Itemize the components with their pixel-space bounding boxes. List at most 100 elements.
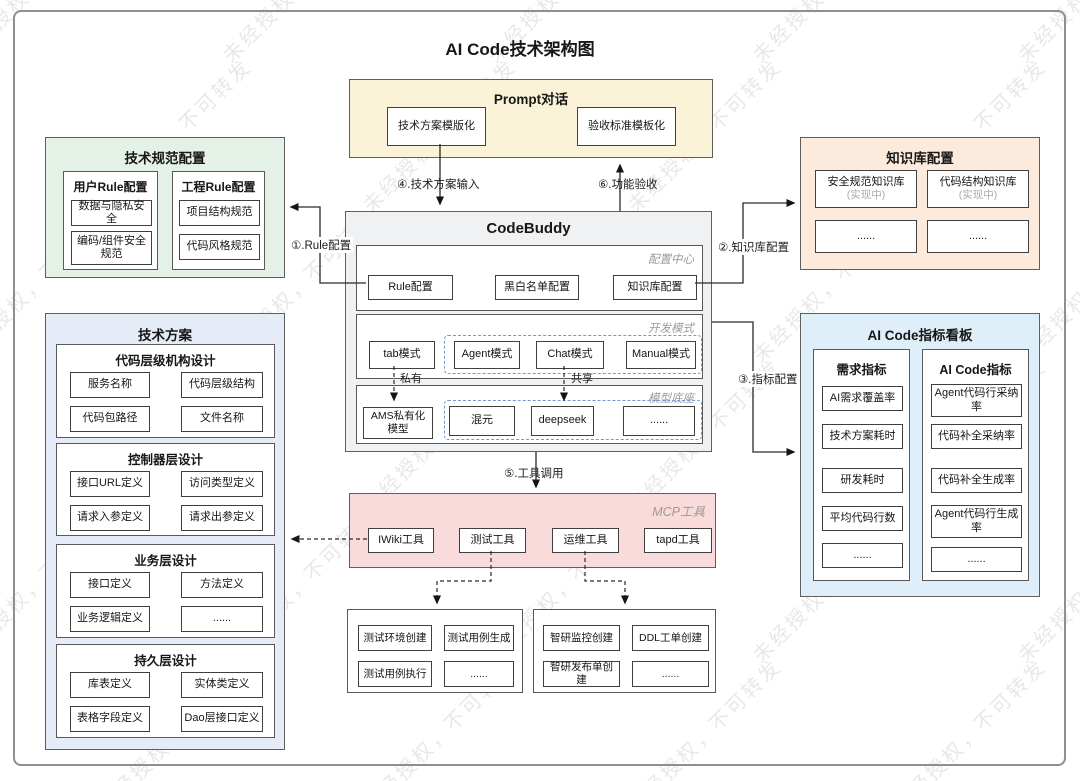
edge-label-4: ④.技术方案输入 <box>397 179 480 191</box>
shared-models-group: 混元 deepseek ...... <box>444 400 702 440</box>
tech-plan-title: 技术方案 <box>138 328 192 343</box>
node-business-more: ...... <box>181 606 263 632</box>
demand-metrics-title: 需求指标 <box>836 363 887 377</box>
node-deepseek: deepseek <box>531 406 594 436</box>
node-acceptance-template: 验收标准模板化 <box>577 107 676 146</box>
config-center-label: 配置中心 <box>648 254 694 266</box>
edge-label-shared: 共享 <box>571 373 593 385</box>
node-url-def: 接口URL定义 <box>70 471 150 497</box>
node-manual-mode: Manual模式 <box>626 341 696 369</box>
knowledge-box: 知识库配置 安全规范知识库 (实现中) 代码结构知识库 (实现中) ......… <box>800 137 1040 270</box>
node-demand-more: ...... <box>822 543 903 568</box>
node-coding-security: 编码/组件安全规范 <box>71 231 152 265</box>
security-kb-name: 安全规范知识库 <box>827 175 905 188</box>
node-table-def: 库表定义 <box>70 672 150 698</box>
knowledge-title: 知识库配置 <box>886 151 954 166</box>
node-agent-mode: Agent模式 <box>454 341 520 369</box>
node-release-create: 智研发布单创建 <box>543 661 620 687</box>
prompt-box: Prompt对话 技术方案模版化 验收标准模板化 <box>349 79 713 158</box>
node-test-case-gen: 测试用例生成 <box>444 625 514 651</box>
tech-spec-box: 技术规范配置 用户Rule配置 数据与隐私安全 编码/组件安全规范 工程Rule… <box>45 137 285 278</box>
node-test-tool: 测试工具 <box>459 528 526 553</box>
node-plan-time: 技术方案耗时 <box>822 424 903 449</box>
node-security-kb: 安全规范知识库 (实现中) <box>815 170 917 208</box>
node-rule-config: Rule配置 <box>368 275 453 300</box>
node-aicode-more: ...... <box>931 547 1022 572</box>
page-title: AI Code技术架构图 <box>445 40 595 59</box>
node-iwiki-tool: IWiki工具 <box>368 528 434 553</box>
edge-label-2: ②.知识库配置 <box>716 239 792 255</box>
code-structure-section: 代码层级机构设计 服务名称 代码层级结构 代码包路径 文件名称 <box>56 344 275 438</box>
node-chat-mode: Chat模式 <box>536 341 604 369</box>
user-rule-group: 用户Rule配置 数据与隐私安全 编码/组件安全规范 <box>63 171 158 270</box>
tech-spec-title: 技术规范配置 <box>124 151 206 166</box>
metrics-box: AI Code指标看板 需求指标 AI需求覆盖率 技术方案耗时 研发耗时 平均代… <box>800 313 1040 597</box>
node-kb-more-2: ...... <box>927 220 1029 253</box>
node-hunyuan: 混元 <box>449 406 515 436</box>
node-interface-def: 接口定义 <box>70 572 150 598</box>
node-data-privacy: 数据与隐私安全 <box>71 200 152 226</box>
node-test-more: ...... <box>444 661 514 687</box>
edge-label-5: ⑤.工具调用 <box>504 468 564 480</box>
controller-section: 控制器层设计 接口URL定义 访问类型定义 请求入参定义 请求出参定义 <box>56 443 275 536</box>
node-blackwhite-config: 黑白名单配置 <box>495 275 579 300</box>
persistence-title: 持久层设计 <box>134 654 197 668</box>
node-test-case-run: 测试用例执行 <box>358 661 432 687</box>
dev-mode-label: 开发模式 <box>648 323 694 335</box>
metrics-title: AI Code指标看板 <box>867 328 973 343</box>
node-code-hierarchy: 代码层级结构 <box>181 372 263 398</box>
node-package-path: 代码包路径 <box>70 406 150 432</box>
node-service-name: 服务名称 <box>70 372 150 398</box>
edge-label-6: ⑥.功能验收 <box>598 179 658 191</box>
node-entity-def: 实体类定义 <box>181 672 263 698</box>
node-ops-more: ...... <box>632 661 709 687</box>
user-rule-title: 用户Rule配置 <box>73 180 148 194</box>
node-agent-gen: Agent代码行生成率 <box>931 505 1022 538</box>
node-tab-mode: tab模式 <box>369 341 435 369</box>
codestruct-kb-status: (实现中) <box>958 189 998 202</box>
security-kb-status: (实现中) <box>846 189 886 202</box>
node-test-env: 测试环境创建 <box>358 625 432 651</box>
diagram-border <box>13 10 1066 766</box>
node-monitor-create: 智研监控创建 <box>543 625 620 651</box>
node-access-type: 访问类型定义 <box>181 471 263 497</box>
node-logic-def: 业务逻辑定义 <box>70 606 150 632</box>
aicode-metrics-column: AI Code指标 Agent代码行采纳率 代码补全采纳率 代码补全生成率 Ag… <box>922 349 1029 581</box>
shared-modes-group: Agent模式 Chat模式 Manual模式 <box>444 335 702 374</box>
edge-label-1: ①.Rule配置 <box>289 237 354 253</box>
node-project-structure: 项目结构规范 <box>179 200 260 226</box>
node-dao-def: Dao层接口定义 <box>181 706 263 732</box>
node-code-style: 代码风格规范 <box>179 234 260 260</box>
test-actions-box: 测试环境创建 测试用例生成 测试用例执行 ...... <box>347 609 523 693</box>
node-ddl-ticket: DDL工单创建 <box>632 625 709 651</box>
node-model-more: ...... <box>623 406 695 436</box>
edge-label-3: ③.指标配置 <box>736 371 800 387</box>
controller-title: 控制器层设计 <box>127 453 203 467</box>
node-avg-lines: 平均代码行数 <box>822 506 903 531</box>
node-ai-coverage: AI需求覆盖率 <box>822 386 903 411</box>
node-kb-config: 知识库配置 <box>613 275 697 300</box>
demand-metrics-column: 需求指标 AI需求覆盖率 技术方案耗时 研发耗时 平均代码行数 ...... <box>813 349 910 581</box>
tech-plan-box: 技术方案 代码层级机构设计 服务名称 代码层级结构 代码包路径 文件名称 控制器… <box>45 313 285 750</box>
aicode-metrics-title: AI Code指标 <box>939 363 1012 377</box>
mcp-label: MCP工具 <box>652 505 705 519</box>
node-method-def: 方法定义 <box>181 572 263 598</box>
node-agent-adopt: Agent代码行采纳率 <box>931 384 1022 417</box>
dev-mode-section: 开发模式 tab模式 Agent模式 Chat模式 Manual模式 <box>356 314 703 379</box>
mcp-box: MCP工具 IWiki工具 测试工具 运维工具 tapd工具 <box>349 493 716 568</box>
ops-actions-box: 智研监控创建 DDL工单创建 智研发布单创建 ...... <box>533 609 716 693</box>
node-completion-gen: 代码补全生成率 <box>931 468 1022 493</box>
codestruct-kb-name: 代码结构知识库 <box>939 175 1017 188</box>
node-ams-model: AMS私有化模型 <box>363 407 433 439</box>
codebuddy-title: CodeBuddy <box>486 220 571 237</box>
node-kb-more-1: ...... <box>815 220 917 253</box>
node-tapd-tool: tapd工具 <box>644 528 712 553</box>
node-tech-plan-template: 技术方案模版化 <box>387 107 486 146</box>
config-center-section: 配置中心 Rule配置 黑白名单配置 知识库配置 <box>356 245 703 311</box>
persistence-section: 持久层设计 库表定义 实体类定义 表格字段定义 Dao层接口定义 <box>56 644 275 738</box>
codebuddy-box: CodeBuddy 配置中心 Rule配置 黑白名单配置 知识库配置 开发模式 … <box>345 211 712 452</box>
node-file-name: 文件名称 <box>181 406 263 432</box>
model-base-label: 模型底座 <box>648 393 694 405</box>
node-completion-adopt: 代码补全采纳率 <box>931 424 1022 449</box>
